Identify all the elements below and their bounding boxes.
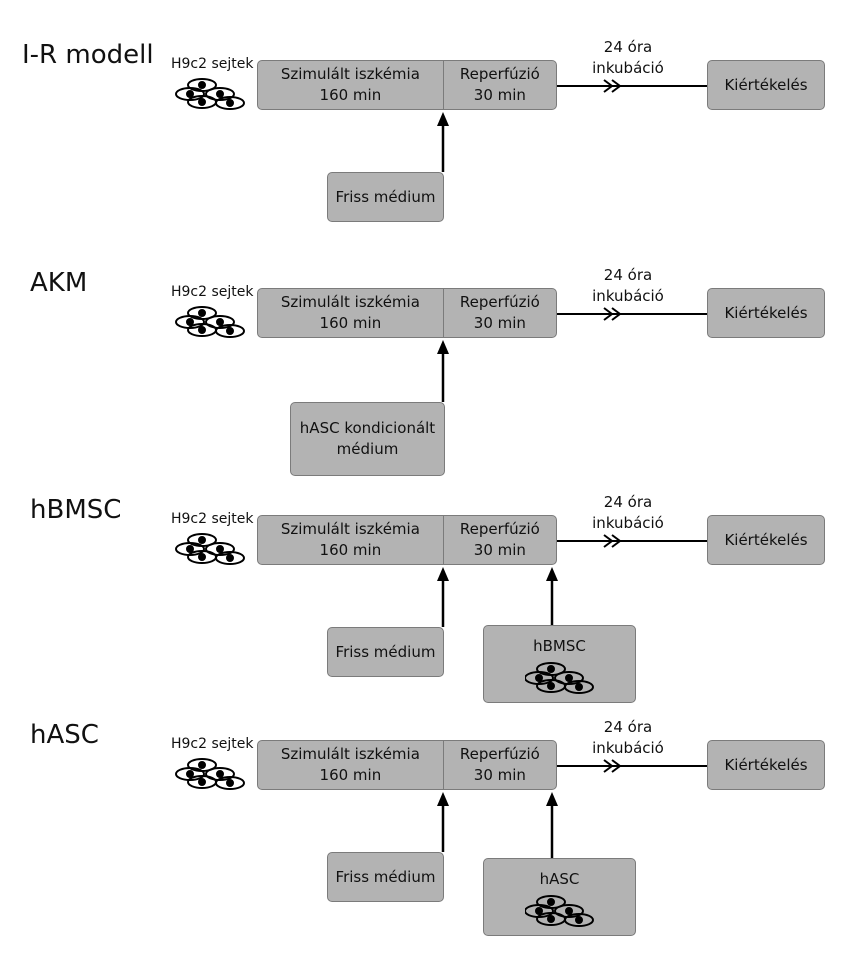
panel-hasc: hASC H9c2 sejtek Szimulált iszkémia 160 … [0, 680, 866, 950]
evaluation-box: Kiértékelés [707, 740, 825, 790]
panel-ir-model: I-R modell H9c2 sejtek Szimulált iszkémi… [0, 0, 866, 240]
medium-box: Friss médium [327, 172, 444, 222]
incubation-duration: 24 óra [603, 38, 653, 56]
panel-hbmsc: hBMSC H9c2 sejtek Szimulált iszkémia 160… [0, 455, 866, 715]
panel-connectors [175, 758, 707, 858]
stem-cell-box: hASC [483, 858, 636, 936]
break-mark [611, 307, 622, 321]
incubation-text: inkubáció [592, 287, 664, 305]
stem-cell-arrowhead [546, 567, 558, 581]
cells-label: H9c2 sejtek [171, 56, 254, 72]
stem-cell-label: hBMSC [533, 637, 586, 655]
ischemia-time: 160 min [319, 314, 382, 332]
panel-connectors [175, 306, 707, 402]
ischemia-label: Szimulált iszkémia [280, 745, 420, 763]
incubation-label: 24 óra inkubáció [588, 37, 668, 79]
ischemia-section: Szimulált iszkémia 160 min [258, 61, 444, 109]
ischemia-reperfusion-box: Szimulált iszkémia 160 min Reperfúzió 30… [257, 740, 557, 790]
reperfusion-section: Reperfúzió 30 min [444, 61, 556, 109]
ischemia-time: 160 min [319, 766, 382, 784]
break-mark [603, 534, 614, 548]
cells-label: H9c2 sejtek [171, 284, 254, 300]
stem-cell-label: hASC [539, 870, 580, 888]
stem-cells-icon [524, 895, 594, 927]
cells-label: H9c2 sejtek [171, 736, 254, 752]
reperfusion-time: 30 min [473, 314, 526, 332]
medium-line-2: médium [336, 440, 399, 458]
panel-connectors [175, 78, 707, 172]
ischemia-reperfusion-box: Szimulált iszkémia 160 min Reperfúzió 30… [257, 515, 557, 565]
reperfusion-label: Reperfúzió [459, 293, 540, 311]
reperfusion-section: Reperfúzió 30 min [444, 289, 556, 337]
panel-title: I-R modell [22, 40, 154, 70]
reperfusion-section: Reperfúzió 30 min [444, 516, 556, 564]
ischemia-section: Szimulált iszkémia 160 min [258, 289, 444, 337]
panel-title: AKM [30, 268, 88, 298]
panel-connectors [175, 533, 707, 627]
medium-arrowhead [437, 567, 449, 581]
ischemia-reperfusion-box: Szimulált iszkémia 160 min Reperfúzió 30… [257, 288, 557, 338]
incubation-label: 24 óra inkubáció [588, 492, 668, 534]
medium-arrowhead [437, 112, 449, 126]
reperfusion-time: 30 min [473, 541, 526, 559]
ischemia-time: 160 min [319, 86, 382, 104]
break-mark [603, 307, 614, 321]
break-mark [611, 534, 622, 548]
panel-title: hASC [30, 720, 99, 750]
incubation-text: inkubáció [592, 514, 664, 532]
evaluation-box: Kiértékelés [707, 288, 825, 338]
ischemia-label: Szimulált iszkémia [280, 520, 420, 538]
evaluation-box: Kiértékelés [707, 60, 825, 110]
conditioned-medium-box: hASC kondicionált médium [290, 402, 445, 476]
medium-line-1: hASC kondicionált [299, 419, 436, 437]
ischemia-reperfusion-box: Szimulált iszkémia 160 min Reperfúzió 30… [257, 60, 557, 110]
ischemia-section: Szimulált iszkémia 160 min [258, 516, 444, 564]
stem-cell-box: hBMSC [483, 625, 636, 703]
h9c2-cells-icon [175, 758, 245, 790]
break-mark [603, 79, 614, 93]
panel-akm: AKM H9c2 sejtek Szimulált iszkémia 160 m… [0, 228, 866, 476]
h9c2-cells-icon [175, 306, 245, 338]
cells-label: H9c2 sejtek [171, 511, 254, 527]
incubation-duration: 24 óra [603, 493, 653, 511]
reperfusion-time: 30 min [473, 86, 526, 104]
incubation-duration: 24 óra [603, 266, 653, 284]
stem-cell-arrowhead [546, 792, 558, 806]
break-mark [603, 759, 614, 773]
stem-cells-icon [524, 662, 594, 694]
ischemia-label: Szimulált iszkémia [280, 293, 420, 311]
h9c2-cells-icon [175, 78, 245, 110]
incubation-duration: 24 óra [603, 718, 653, 736]
reperfusion-label: Reperfúzió [459, 745, 540, 763]
evaluation-box: Kiértékelés [707, 515, 825, 565]
ischemia-section: Szimulált iszkémia 160 min [258, 741, 444, 789]
ischemia-time: 160 min [319, 541, 382, 559]
medium-box: Friss médium [327, 627, 444, 677]
incubation-text: inkubáció [592, 59, 664, 77]
medium-arrowhead [437, 340, 449, 354]
medium-box: Friss médium [327, 852, 444, 902]
break-mark [611, 79, 622, 93]
reperfusion-section: Reperfúzió 30 min [444, 741, 556, 789]
ischemia-label: Szimulált iszkémia [280, 65, 420, 83]
incubation-text: inkubáció [592, 739, 664, 757]
medium-arrowhead [437, 792, 449, 806]
reperfusion-label: Reperfúzió [459, 520, 540, 538]
h9c2-cells-icon [175, 533, 245, 565]
reperfusion-time: 30 min [473, 766, 526, 784]
break-mark [611, 759, 622, 773]
panel-title: hBMSC [30, 495, 122, 525]
incubation-label: 24 óra inkubáció [588, 265, 668, 307]
reperfusion-label: Reperfúzió [459, 65, 540, 83]
incubation-label: 24 óra inkubáció [588, 717, 668, 759]
